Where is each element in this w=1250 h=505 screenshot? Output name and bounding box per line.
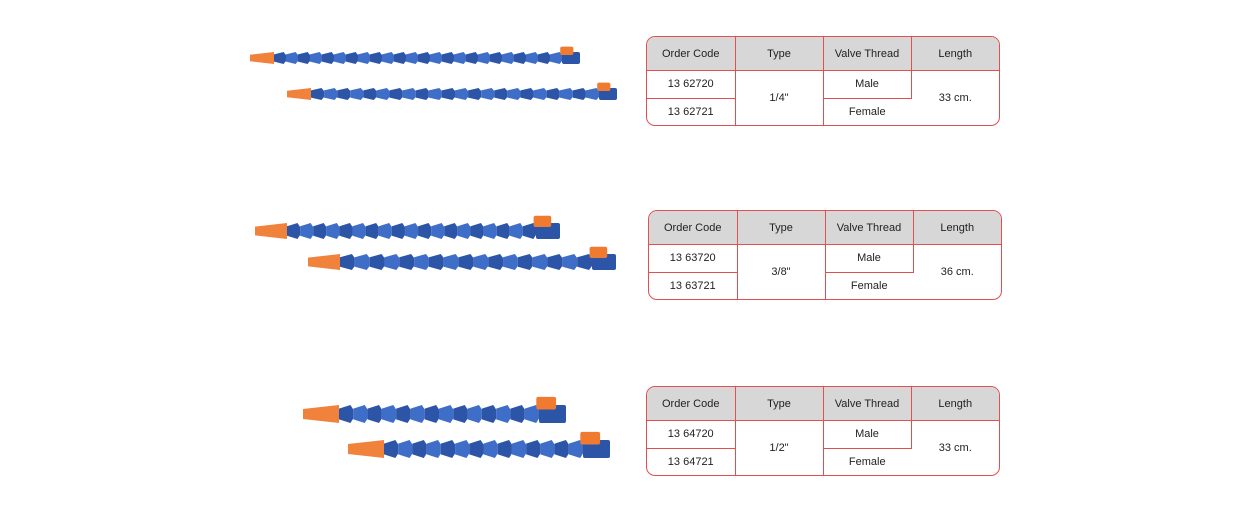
valve-thread-cell: Female	[848, 455, 886, 468]
length-cell: 36 cm.	[940, 266, 974, 278]
col-header-valve-thread: Valve Thread	[825, 211, 914, 245]
col-header-type: Type	[737, 211, 826, 245]
order-code-cell: 13 64721	[647, 448, 736, 475]
valve-thread-cell: Male	[823, 70, 912, 99]
col-header-order-code: Order Code	[647, 37, 736, 71]
valve-thread-cell: Female	[848, 105, 886, 118]
col-header-length: Length	[911, 387, 999, 421]
spec-table-three-eighths-inch: Order Code Type Valve Thread Length 13 6…	[648, 210, 1002, 300]
col-header-valve-thread: Valve Thread	[823, 37, 912, 71]
length-cell: 33 cm.	[938, 442, 972, 454]
valve-thread-cell: Female	[850, 279, 888, 292]
order-code-cell: 13 63720	[649, 244, 738, 273]
hose-image-three-eighths-inch	[250, 210, 630, 282]
spec-table-half-inch: Order Code Type Valve Thread Length 13 6…	[646, 386, 1000, 476]
length-cell: 33 cm.	[938, 92, 972, 104]
col-header-type: Type	[735, 387, 824, 421]
flexible-coolant-hose-icon	[250, 46, 617, 100]
type-cell: 1/2"	[735, 420, 824, 475]
hose-image-half-inch	[298, 392, 628, 472]
col-header-order-code: Order Code	[647, 387, 736, 421]
order-code-cell: 13 62721	[647, 98, 736, 125]
spec-table-quarter-inch: Order Code Type Valve Thread Length 13 6…	[646, 36, 1000, 126]
valve-thread-cell: Male	[823, 420, 912, 449]
order-code-cell: 13 63721	[649, 272, 738, 299]
col-header-length: Length	[911, 37, 999, 71]
col-header-length: Length	[913, 211, 1001, 245]
hose-image-quarter-inch	[245, 38, 625, 110]
col-header-type: Type	[735, 37, 824, 71]
col-header-valve-thread: Valve Thread	[823, 387, 912, 421]
order-code-cell: 13 64720	[647, 420, 736, 449]
type-cell: 3/8"	[737, 244, 826, 299]
valve-thread-cell: Male	[825, 244, 914, 273]
flexible-coolant-hose-icon	[303, 396, 610, 458]
col-header-order-code: Order Code	[649, 211, 738, 245]
order-code-cell: 13 62720	[647, 70, 736, 99]
type-cell: 1/4"	[735, 70, 824, 125]
flexible-coolant-hose-icon	[255, 215, 616, 270]
